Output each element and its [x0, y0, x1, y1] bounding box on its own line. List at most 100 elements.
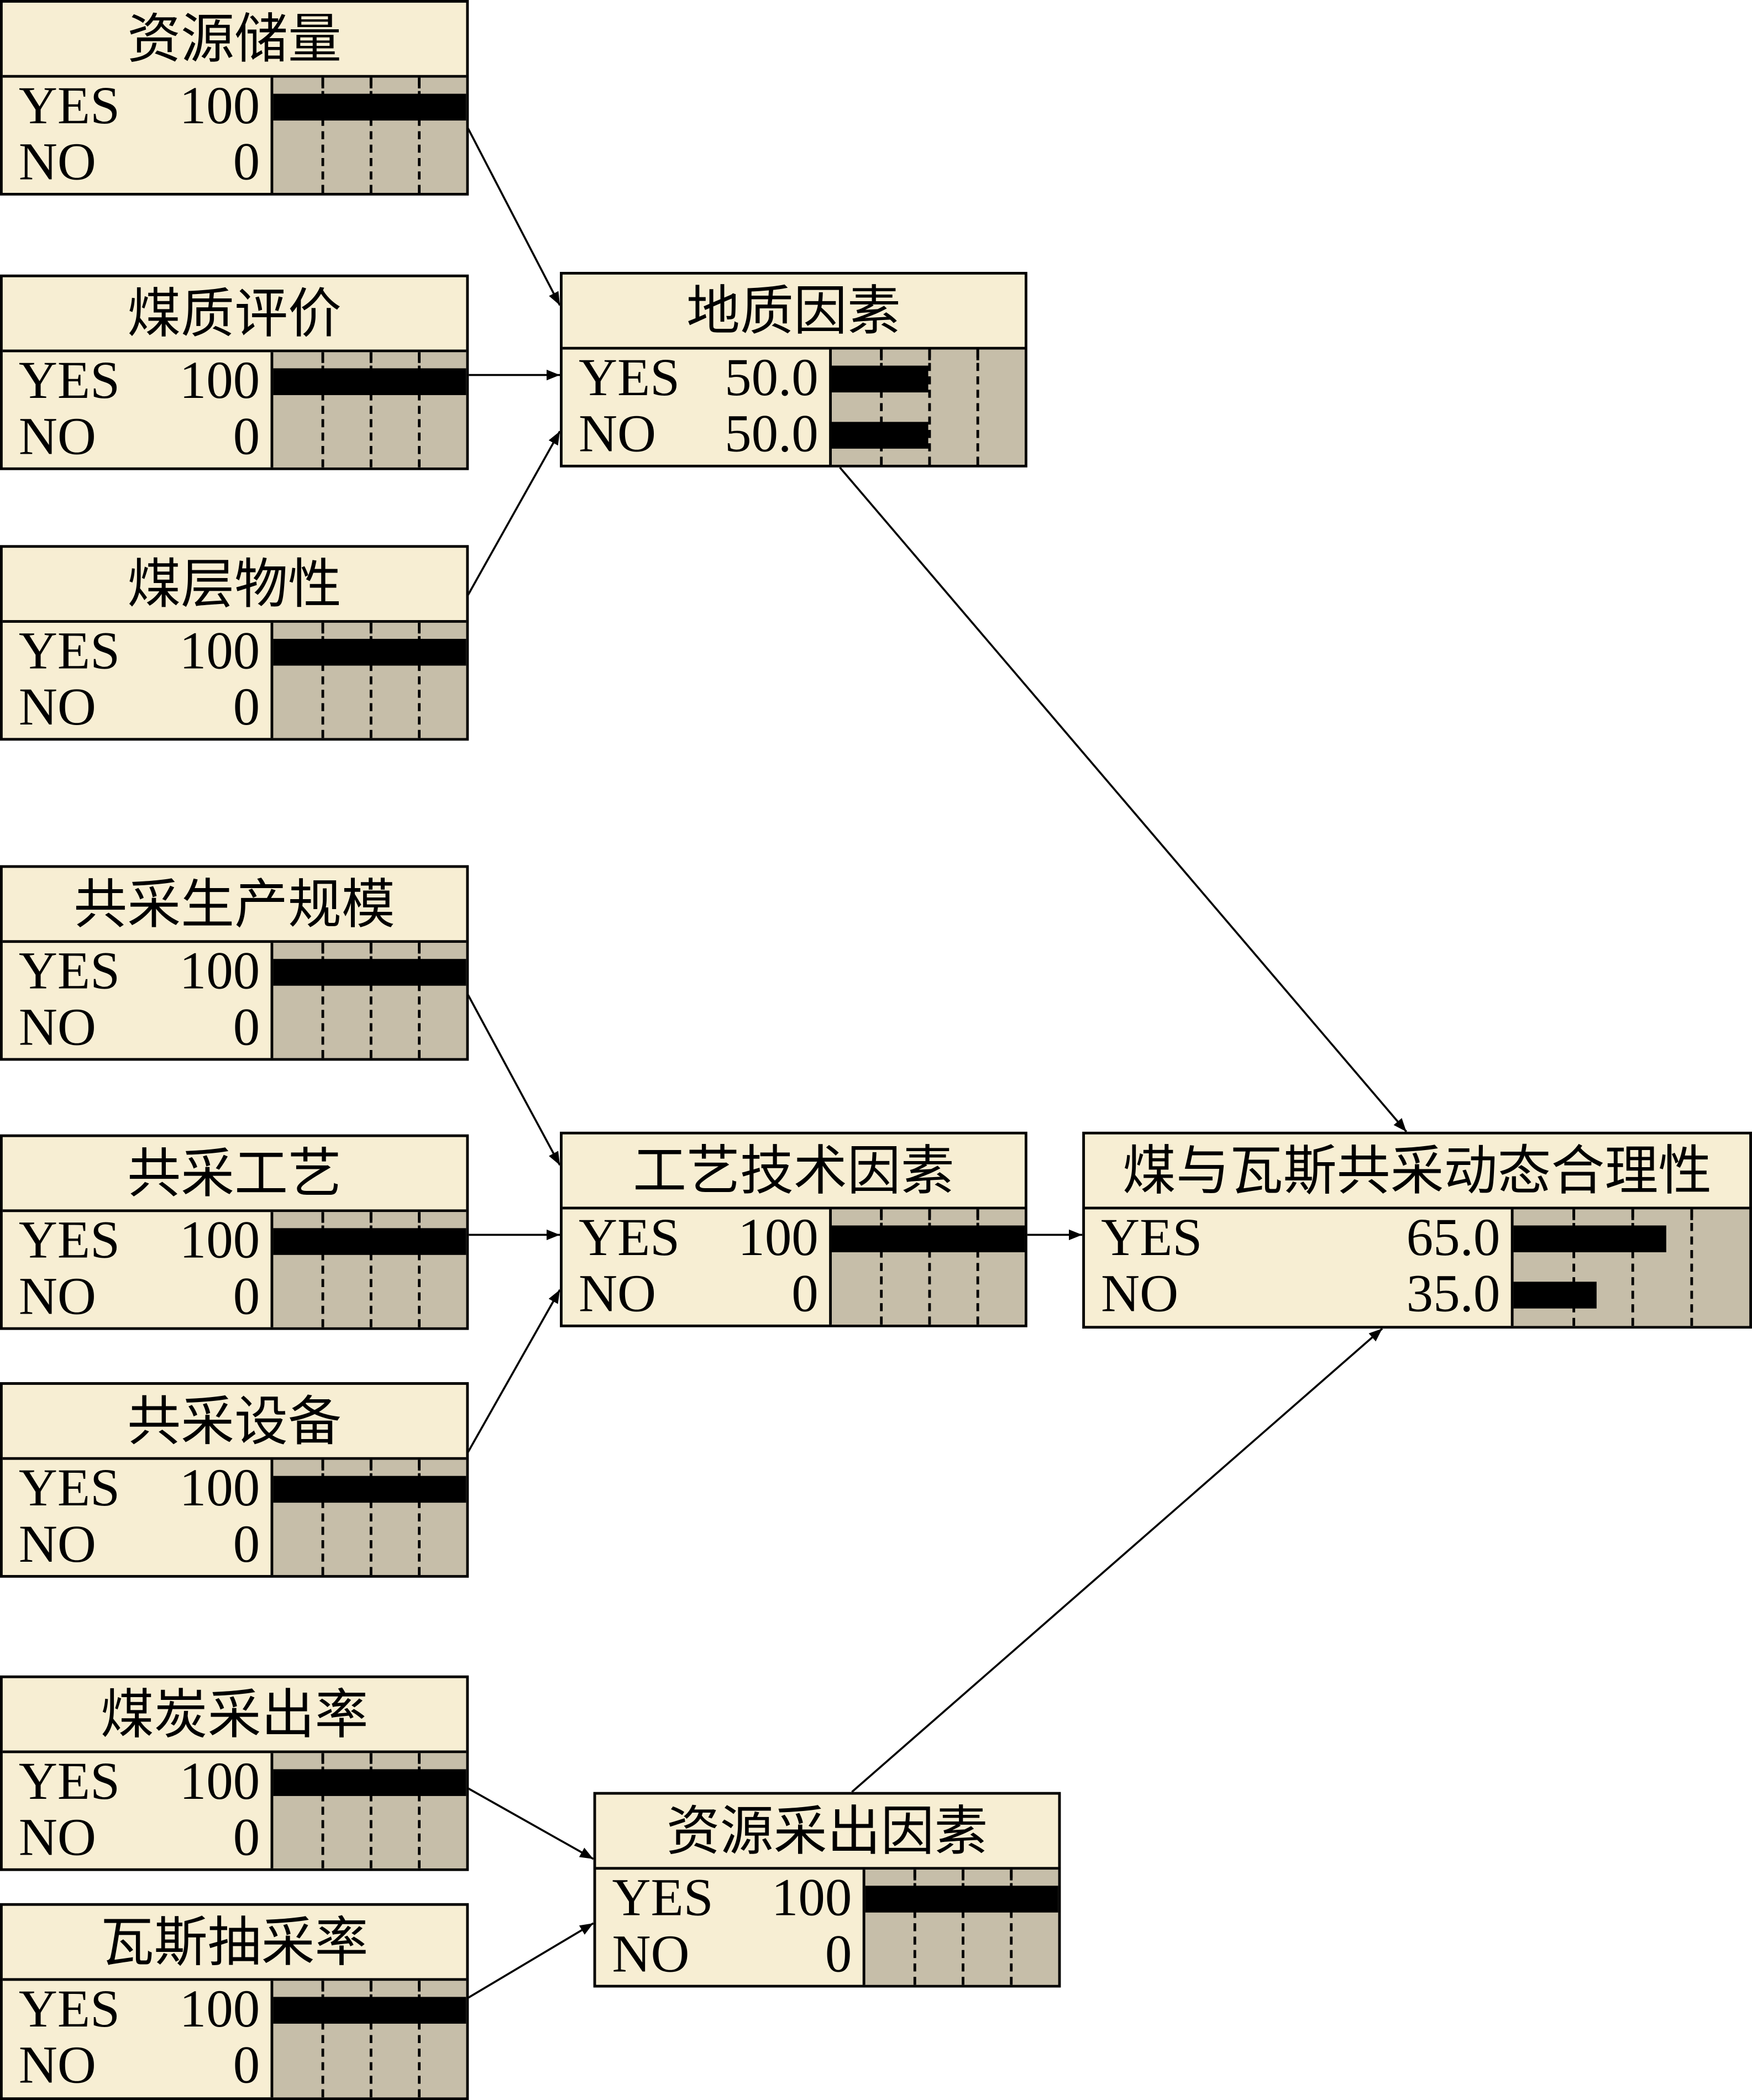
- edge-n3-to-geo: [466, 431, 561, 597]
- state-value: 0: [233, 1807, 260, 1867]
- state-row-no[interactable]: NO 35.0: [1085, 1263, 1511, 1324]
- gridline: [913, 1870, 916, 1985]
- state-row-yes[interactable]: YES 100: [3, 349, 271, 410]
- gridline: [369, 77, 373, 193]
- belief-bar-no: [831, 422, 929, 449]
- state-label: YES: [18, 1209, 120, 1270]
- tick-mark: [369, 1981, 373, 1992]
- state-label: YES: [18, 940, 120, 1001]
- state-label: YES: [18, 75, 120, 135]
- belief-bars: [270, 1981, 466, 2098]
- state-label: NO: [578, 1263, 656, 1324]
- belief-bar-yes: [273, 639, 466, 666]
- gridline: [1010, 1870, 1013, 1985]
- state-label: YES: [578, 347, 680, 407]
- state-value: 100: [179, 75, 260, 135]
- state-row-yes[interactable]: YES 100: [563, 1209, 829, 1266]
- state-row-yes[interactable]: YES 100: [3, 75, 271, 135]
- tick-mark: [321, 622, 324, 634]
- belief-bar-yes: [273, 959, 466, 986]
- state-row-no[interactable]: NO 0: [563, 1263, 829, 1324]
- tick-mark: [369, 352, 373, 363]
- gridline: [369, 352, 373, 468]
- gridline: [418, 943, 421, 1058]
- state-label: YES: [578, 1206, 680, 1267]
- belief-bars: [270, 943, 466, 1058]
- gridline: [418, 1212, 421, 1327]
- state-label: NO: [1101, 1263, 1179, 1324]
- node-title: 瓦斯抽采率: [2, 1906, 466, 1981]
- state-label: NO: [18, 1513, 96, 1574]
- state-value: 0: [791, 1263, 819, 1324]
- tick-mark: [418, 352, 421, 363]
- edge-n1-to-geo: [466, 127, 561, 306]
- edge-n4-to-tech: [466, 993, 561, 1166]
- gridline: [418, 622, 421, 738]
- tick-mark: [928, 349, 931, 360]
- gridline: [418, 352, 421, 468]
- state-row-no[interactable]: NO 0: [3, 1513, 271, 1574]
- gridline: [369, 943, 373, 1058]
- tick-mark: [962, 1870, 964, 1881]
- tick-mark: [418, 1212, 421, 1223]
- tick-mark: [418, 1981, 421, 1992]
- tick-mark: [321, 352, 324, 363]
- state-value: 35.0: [1406, 1263, 1501, 1324]
- gridline: [321, 1981, 324, 2098]
- tick-mark: [369, 622, 373, 634]
- state-value: 0: [825, 1923, 852, 1984]
- edge-n8-to-res: [466, 1922, 594, 1999]
- belief-bar-yes: [273, 93, 466, 121]
- state-value: 0: [233, 1513, 260, 1574]
- state-label: NO: [18, 406, 96, 466]
- node-title: 煤炭采出率: [2, 1678, 466, 1754]
- node-title: 煤质评价: [2, 277, 466, 353]
- belief-bar-yes: [273, 1997, 466, 2024]
- belief-bars: [1510, 1209, 1750, 1326]
- state-value: 100: [179, 1750, 260, 1811]
- tick-mark: [321, 1753, 324, 1764]
- tick-mark: [1572, 1209, 1576, 1220]
- state-value: 100: [179, 349, 260, 410]
- tick-mark: [1631, 1209, 1634, 1220]
- state-value: 0: [233, 676, 260, 737]
- tick-mark: [321, 1460, 324, 1471]
- tick-mark: [369, 1460, 373, 1471]
- state-value: 100: [771, 1867, 852, 1928]
- state-value: 100: [738, 1206, 819, 1267]
- tick-mark: [418, 1460, 421, 1471]
- state-label: YES: [18, 349, 120, 410]
- state-value: 100: [179, 620, 260, 681]
- tick-mark: [369, 943, 373, 954]
